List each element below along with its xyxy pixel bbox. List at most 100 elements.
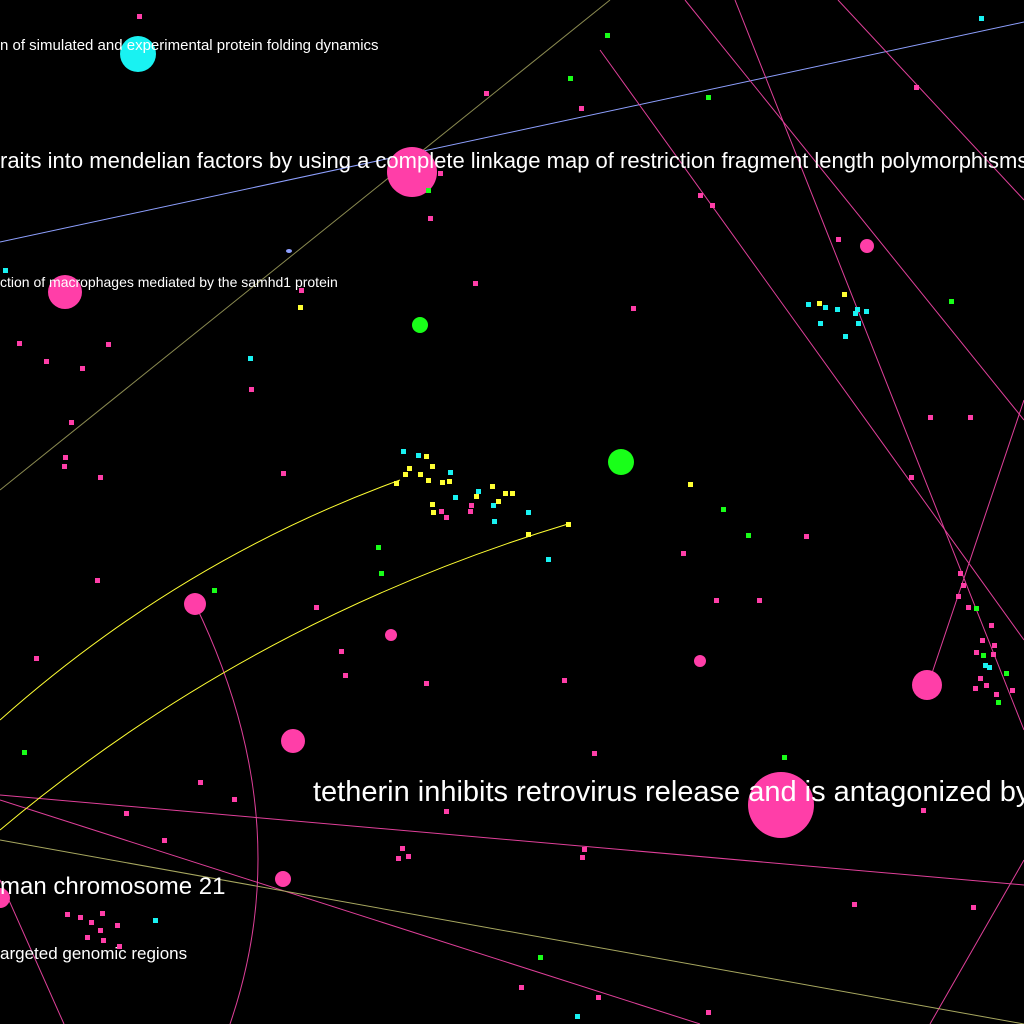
small-node[interactable] bbox=[984, 683, 989, 688]
small-node[interactable] bbox=[992, 643, 997, 648]
small-node[interactable] bbox=[575, 1014, 580, 1019]
node[interactable] bbox=[48, 275, 82, 309]
small-node[interactable] bbox=[468, 509, 473, 514]
small-node[interactable] bbox=[688, 482, 693, 487]
small-node[interactable] bbox=[101, 938, 106, 943]
small-node[interactable] bbox=[447, 479, 452, 484]
small-node[interactable] bbox=[95, 578, 100, 583]
small-node[interactable] bbox=[980, 638, 985, 643]
small-node[interactable] bbox=[580, 855, 585, 860]
small-node[interactable] bbox=[438, 171, 443, 176]
node[interactable] bbox=[385, 629, 397, 641]
small-node[interactable] bbox=[416, 453, 421, 458]
node-label[interactable]: raits into mendelian factors by using a … bbox=[0, 148, 1024, 173]
small-node[interactable] bbox=[949, 299, 954, 304]
small-node[interactable] bbox=[510, 491, 515, 496]
small-node[interactable] bbox=[546, 557, 551, 562]
small-node[interactable] bbox=[782, 755, 787, 760]
node-label[interactable]: man chromosome 21 bbox=[0, 873, 225, 900]
small-node[interactable] bbox=[426, 188, 431, 193]
node[interactable] bbox=[184, 593, 206, 615]
small-node[interactable] bbox=[162, 838, 167, 843]
small-node[interactable] bbox=[974, 650, 979, 655]
node[interactable] bbox=[281, 729, 305, 753]
small-node[interactable] bbox=[424, 681, 429, 686]
node[interactable] bbox=[912, 670, 942, 700]
small-node[interactable] bbox=[85, 935, 90, 940]
node-label[interactable]: tetherin inhibits retrovirus release and… bbox=[313, 776, 1024, 808]
node[interactable] bbox=[412, 317, 428, 333]
small-node[interactable] bbox=[526, 532, 531, 537]
small-node[interactable] bbox=[956, 594, 961, 599]
small-node[interactable] bbox=[538, 955, 543, 960]
small-node[interactable] bbox=[961, 583, 966, 588]
small-node[interactable] bbox=[100, 911, 105, 916]
small-node[interactable] bbox=[971, 905, 976, 910]
small-node[interactable] bbox=[994, 692, 999, 697]
small-node[interactable] bbox=[476, 489, 481, 494]
small-node[interactable] bbox=[3, 268, 8, 273]
small-node[interactable] bbox=[710, 203, 715, 208]
small-node[interactable] bbox=[856, 321, 861, 326]
small-node[interactable] bbox=[568, 76, 573, 81]
small-node[interactable] bbox=[818, 321, 823, 326]
small-node[interactable] bbox=[1010, 688, 1015, 693]
small-node[interactable] bbox=[444, 515, 449, 520]
small-node[interactable] bbox=[401, 449, 406, 454]
small-node[interactable] bbox=[966, 605, 971, 610]
node[interactable] bbox=[387, 147, 437, 197]
small-node[interactable] bbox=[65, 912, 70, 917]
small-node[interactable] bbox=[852, 902, 857, 907]
small-node[interactable] bbox=[299, 288, 304, 293]
small-node[interactable] bbox=[973, 686, 978, 691]
small-node[interactable] bbox=[396, 856, 401, 861]
small-node[interactable] bbox=[631, 306, 636, 311]
small-node[interactable] bbox=[98, 928, 103, 933]
small-node[interactable] bbox=[281, 471, 286, 476]
small-node[interactable] bbox=[444, 809, 449, 814]
small-node[interactable] bbox=[17, 341, 22, 346]
small-node[interactable] bbox=[579, 106, 584, 111]
node[interactable] bbox=[860, 239, 874, 253]
small-node[interactable] bbox=[706, 95, 711, 100]
small-node[interactable] bbox=[106, 342, 111, 347]
small-node[interactable] bbox=[376, 545, 381, 550]
node-label[interactable]: n of simulated and experimental protein … bbox=[0, 37, 379, 54]
small-node[interactable] bbox=[89, 920, 94, 925]
small-node[interactable] bbox=[198, 780, 203, 785]
small-node[interactable] bbox=[991, 652, 996, 657]
small-node[interactable] bbox=[439, 509, 444, 514]
node[interactable] bbox=[0, 888, 10, 908]
small-node[interactable] bbox=[974, 606, 979, 611]
small-node[interactable] bbox=[928, 415, 933, 420]
small-node[interactable] bbox=[526, 510, 531, 515]
node[interactable] bbox=[608, 449, 634, 475]
small-node[interactable] bbox=[836, 237, 841, 242]
small-node[interactable] bbox=[473, 281, 478, 286]
small-node[interactable] bbox=[80, 366, 85, 371]
node[interactable] bbox=[694, 655, 706, 667]
small-node[interactable] bbox=[914, 85, 919, 90]
small-node[interactable] bbox=[853, 311, 858, 316]
small-node[interactable] bbox=[78, 915, 83, 920]
small-node[interactable] bbox=[117, 944, 122, 949]
small-node[interactable] bbox=[843, 334, 848, 339]
node[interactable] bbox=[286, 249, 292, 253]
small-node[interactable] bbox=[249, 387, 254, 392]
small-node[interactable] bbox=[706, 1010, 711, 1015]
node[interactable] bbox=[275, 871, 291, 887]
small-node[interactable] bbox=[453, 495, 458, 500]
small-node[interactable] bbox=[406, 854, 411, 859]
small-node[interactable] bbox=[817, 301, 822, 306]
small-node[interactable] bbox=[63, 455, 68, 460]
small-node[interactable] bbox=[746, 533, 751, 538]
small-node[interactable] bbox=[721, 507, 726, 512]
small-node[interactable] bbox=[864, 309, 869, 314]
small-node[interactable] bbox=[823, 305, 828, 310]
small-node[interactable] bbox=[987, 665, 992, 670]
small-node[interactable] bbox=[418, 472, 423, 477]
node-label[interactable]: ction of macrophages mediated by the sam… bbox=[0, 274, 338, 290]
small-node[interactable] bbox=[62, 464, 67, 469]
small-node[interactable] bbox=[804, 534, 809, 539]
